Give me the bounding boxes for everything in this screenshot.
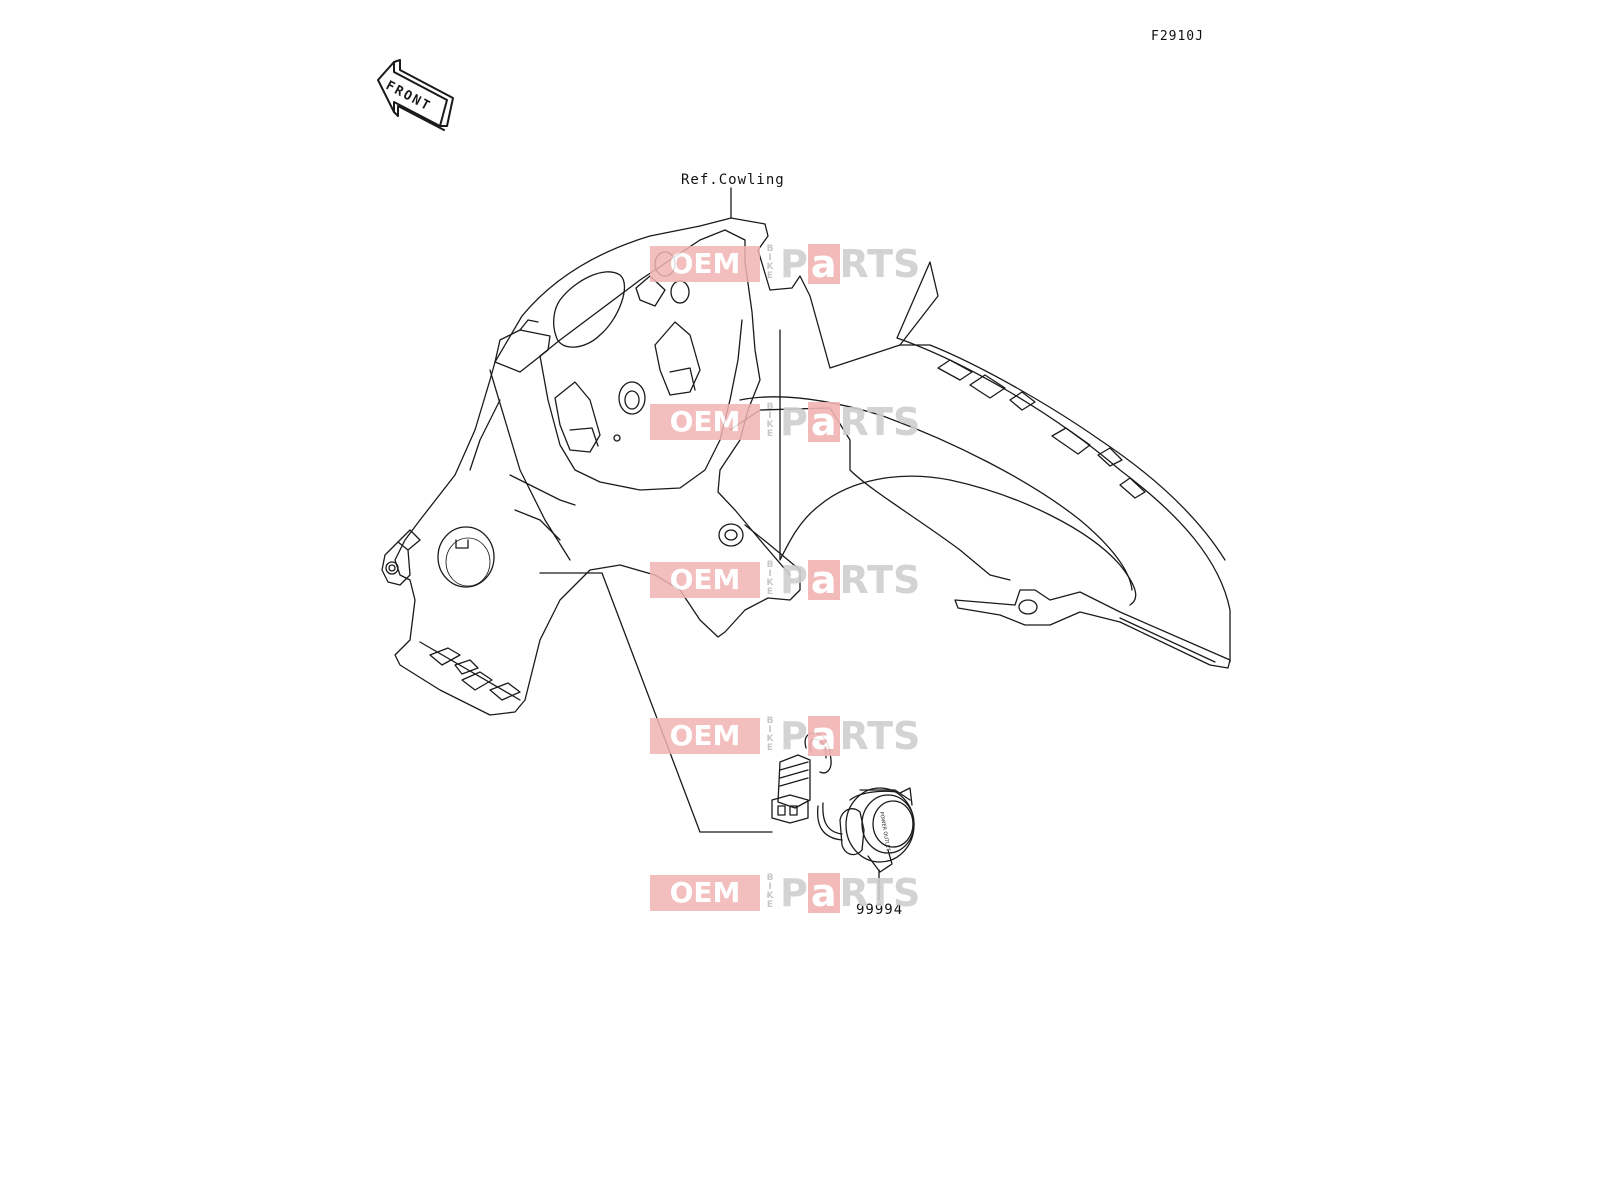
- socket-leader-line: [539, 572, 773, 833]
- inner-cowling-panel: [381, 217, 1231, 716]
- right-side-panel: [729, 329, 1231, 669]
- watermark-parts: PaRTS: [780, 714, 921, 758]
- watermark-logo: OEM BIKE PaRTS: [650, 244, 930, 284]
- watermark-bike: BIKE: [765, 873, 775, 909]
- watermark-bike: BIKE: [765, 560, 775, 596]
- watermark-oem: OEM: [650, 875, 760, 911]
- watermark-oem: OEM: [650, 404, 760, 440]
- watermark-logo: OEM BIKE PaRTS: [650, 560, 930, 600]
- watermark-parts: PaRTS: [780, 871, 921, 915]
- watermark-oem: OEM: [650, 718, 760, 754]
- diagram-code: F2910J: [1151, 29, 1204, 44]
- watermark-parts: PaRTS: [780, 242, 921, 286]
- power-outlet-label: POWER OUTLET: [878, 811, 891, 852]
- watermark-parts: PaRTS: [780, 400, 921, 444]
- watermark-bike: BIKE: [765, 716, 775, 752]
- watermark-logo: OEM BIKE PaRTS: [650, 873, 930, 913]
- watermark-oem: OEM: [650, 562, 760, 598]
- front-arrow-icon: FRONT: [377, 59, 454, 131]
- ref-cowling-label: Ref.Cowling: [681, 172, 785, 188]
- watermark-logo: OEM BIKE PaRTS: [650, 402, 930, 442]
- watermark-parts: PaRTS: [780, 558, 921, 602]
- watermark-logo: OEM BIKE PaRTS: [650, 716, 930, 756]
- watermark-bike: BIKE: [765, 244, 775, 280]
- watermark-bike: BIKE: [765, 402, 775, 438]
- watermark-oem: OEM: [650, 246, 760, 282]
- part-number-label[interactable]: 99994: [856, 902, 904, 918]
